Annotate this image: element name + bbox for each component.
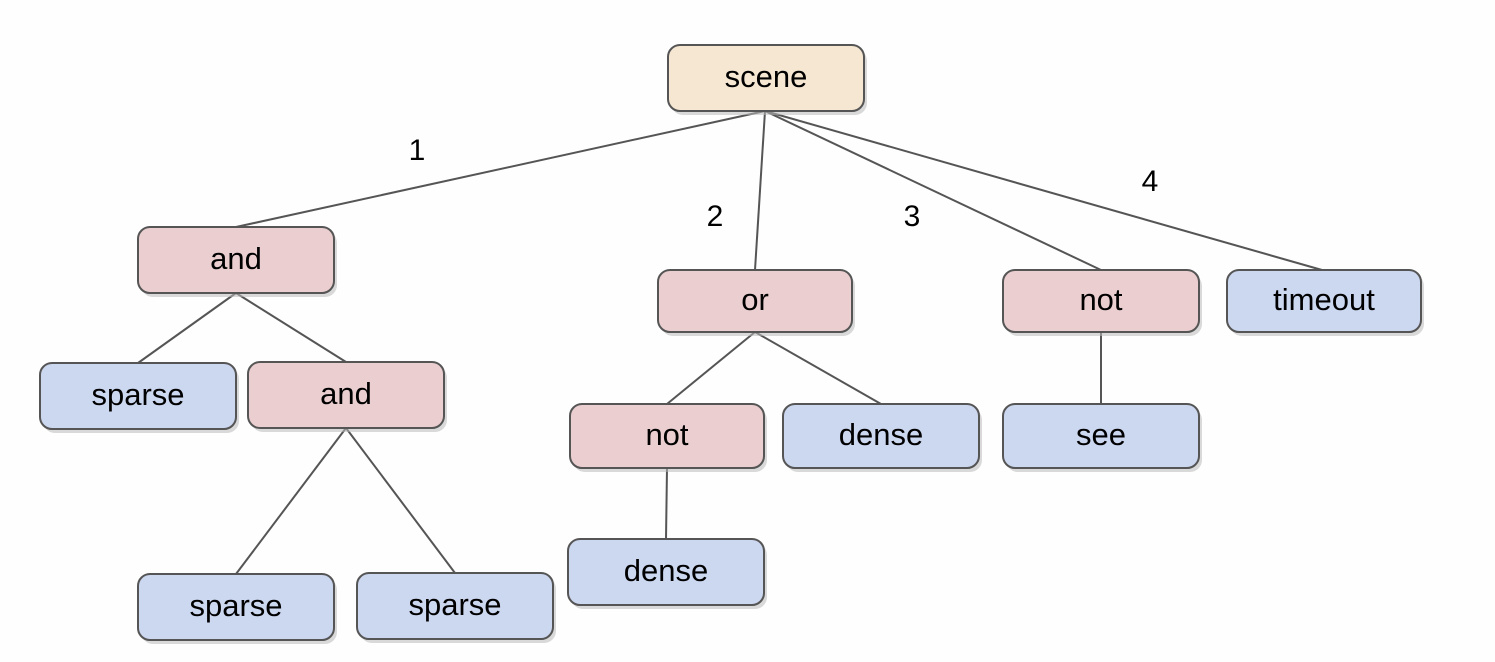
node-box-leaf[interactable]: [1226, 269, 1422, 333]
node-box-root[interactable]: [667, 44, 865, 112]
tree-node-not2[interactable]: not: [1002, 269, 1202, 336]
edge-label-2: 2: [707, 200, 724, 233]
node-label: not: [1079, 282, 1122, 317]
node-box-operator[interactable]: [247, 361, 445, 429]
node-label: dense: [624, 553, 708, 588]
tree-edge-and2-to-sparse3: [345, 427, 456, 574]
tree-edge-and1-to-sparse1: [137, 292, 237, 364]
tree-node-scene[interactable]: scene: [667, 44, 867, 115]
edge-label-3: 3: [904, 200, 921, 233]
node-box-leaf[interactable]: [39, 362, 237, 430]
tree-edge-scene-to-and1: [235, 110, 766, 228]
edge-labels-layer: 1 2 3 4: [409, 134, 1159, 233]
tree-node-dense2[interactable]: dense: [567, 538, 767, 609]
edge-label-1: 1: [409, 134, 426, 167]
node-box-operator[interactable]: [1002, 269, 1200, 333]
node-box-operator[interactable]: [657, 269, 853, 333]
tree-edge-or1-to-not1: [666, 331, 756, 405]
tree-edge-scene-to-or1: [754, 110, 766, 271]
node-label: sparse: [408, 587, 501, 622]
tree-node-see1[interactable]: see: [1002, 403, 1202, 472]
nodes-layer: scene and sparse and sparse sparse or not dense d…: [39, 44, 1424, 644]
node-label: not: [645, 417, 688, 452]
edge-label-4: 4: [1142, 165, 1159, 198]
node-label: see: [1076, 417, 1126, 452]
edges-layer: [137, 110, 1323, 575]
node-label: scene: [725, 59, 808, 94]
tree-node-dense1[interactable]: dense: [782, 403, 982, 472]
tree-edge-not1-to-dense2: [665, 467, 668, 540]
tree-node-timeout1[interactable]: timeout: [1226, 269, 1424, 336]
tree-edge-or1-to-dense1: [754, 331, 882, 405]
tree-edge-and1-to-and2: [235, 292, 347, 363]
tree-node-not1[interactable]: not: [569, 403, 767, 472]
node-box-leaf[interactable]: [137, 573, 335, 641]
tree-node-sparse3[interactable]: sparse: [356, 572, 556, 643]
node-label: sparse: [91, 377, 184, 412]
tree-edge-scene-to-not2: [764, 110, 1102, 271]
node-box-leaf[interactable]: [356, 572, 554, 640]
node-box-operator[interactable]: [137, 226, 335, 294]
node-label: and: [320, 376, 372, 411]
node-box-leaf[interactable]: [782, 403, 980, 469]
tree-node-and1[interactable]: and: [137, 226, 337, 297]
node-label: timeout: [1273, 282, 1375, 317]
tree-node-or1[interactable]: or: [657, 269, 855, 336]
tree-edge-and2-to-sparse2: [235, 427, 347, 575]
node-label: dense: [839, 417, 923, 452]
node-box-leaf[interactable]: [1002, 403, 1200, 469]
node-box-leaf[interactable]: [567, 538, 765, 606]
tree-node-sparse1[interactable]: sparse: [39, 362, 239, 433]
tree-node-sparse2[interactable]: sparse: [137, 573, 337, 644]
tree-node-and2[interactable]: and: [247, 361, 447, 432]
node-label: sparse: [189, 588, 282, 623]
node-label: or: [741, 282, 769, 317]
node-label: and: [210, 241, 262, 276]
node-box-operator[interactable]: [569, 403, 765, 469]
tree-edge-scene-to-timeout1: [764, 110, 1323, 271]
